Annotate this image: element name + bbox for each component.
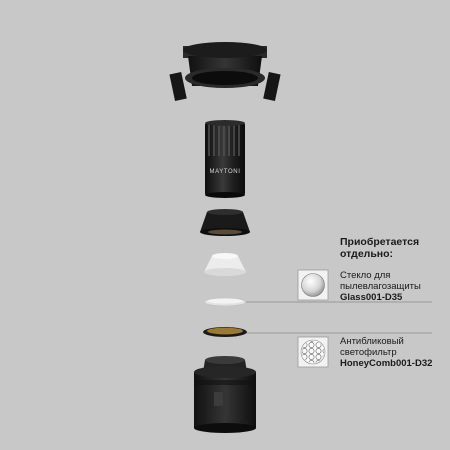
glass-disc-icon <box>297 269 329 301</box>
white-lens <box>204 253 246 276</box>
reflector-black <box>200 209 250 236</box>
honeycomb-filter <box>203 327 247 337</box>
recessed-housing <box>169 42 281 101</box>
glass-product-code: Glass001-D35 <box>340 292 403 303</box>
led-module-heatsink <box>205 120 245 198</box>
glass-desc-line-1: Стекло для <box>340 270 391 281</box>
honeycomb-desc-line-1: Антибликовый <box>340 336 404 347</box>
honeycomb-desc-line-2: светофильтр <box>340 347 397 358</box>
glass-desc-line-2: пылевлагозащиты <box>340 281 421 292</box>
brand-logo: MAYTONI <box>210 169 241 175</box>
optional-parts-heading: Приобретается отдельно: <box>340 236 450 260</box>
bezel-ring <box>194 356 256 433</box>
glass-disc <box>203 297 247 307</box>
glass-description: Стекло для пылевлагозащиты <box>340 270 450 292</box>
heading-line-2: отдельно: <box>340 248 394 260</box>
honeycomb-filter-icon <box>297 336 329 368</box>
honeycomb-product-code: HoneyComb001-D32 <box>340 358 433 369</box>
heading-line-1: Приобретается <box>340 236 420 248</box>
honeycomb-description: Антибликовый светофильтр <box>340 336 450 358</box>
